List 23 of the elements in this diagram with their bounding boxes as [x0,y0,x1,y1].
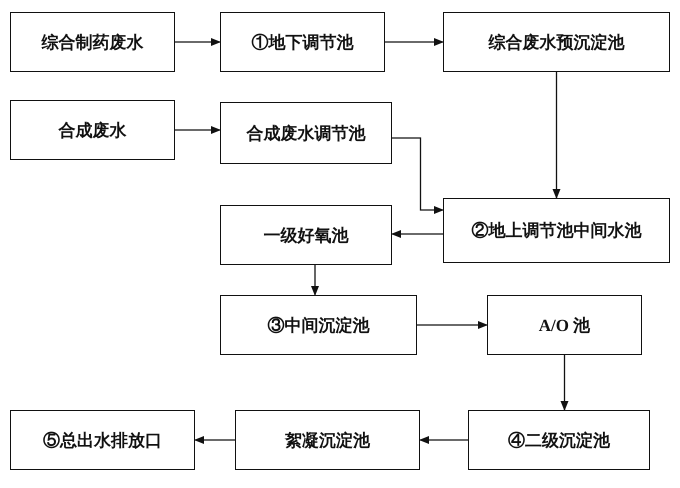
process-box: A/O 池 [487,295,642,355]
process-box: ③中间沉淀池 [220,295,417,355]
process-box: ②地上调节池中间水池 [443,198,670,263]
process-box: 一级好氧池 [220,205,392,265]
process-box: ④二级沉淀池 [468,410,650,470]
process-box: 合成废水 [10,100,175,160]
process-box: 综合废水预沉淀池 [443,12,670,72]
arrow [194,436,235,444]
process-box: 综合制药废水 [10,12,175,72]
process-box: 絮凝沉淀池 [235,410,420,470]
arrow [552,72,560,199]
arrow [417,321,488,329]
arrow [175,38,221,46]
process-box: 合成废水调节池 [220,102,392,164]
arrow [175,126,221,134]
process-box: ⑤总出水排放口 [10,410,195,470]
arrow [385,38,444,46]
arrow [311,265,319,296]
arrow [392,137,444,214]
arrow [419,436,468,444]
process-box: ①地下调节池 [220,12,385,72]
arrow [560,355,568,411]
arrow [391,230,443,238]
